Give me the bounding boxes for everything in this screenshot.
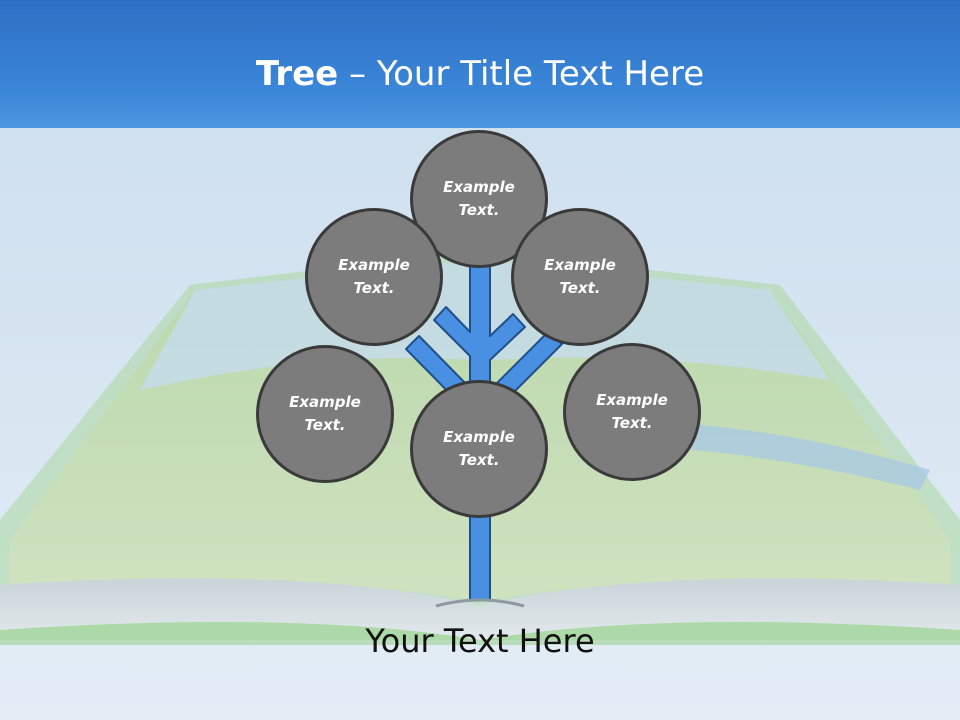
node-text: Example Text. xyxy=(443,178,515,219)
tree-base xyxy=(435,598,525,608)
node-text: Example Text. xyxy=(289,393,361,434)
title-band xyxy=(0,0,960,128)
slide-title: Tree – Your Title Text Here xyxy=(0,52,960,96)
page-stack xyxy=(0,578,960,640)
node-lower-left: Example Text. xyxy=(256,345,394,483)
node-text: Example Text. xyxy=(596,391,668,432)
node-center: Example Text. xyxy=(410,380,548,518)
node-text: Example Text. xyxy=(443,428,515,469)
node-lower-right: Example Text. xyxy=(563,343,701,481)
node-upper-right: Example Text. xyxy=(511,208,649,346)
node-text: Example Text. xyxy=(544,256,616,297)
node-upper-left: Example Text. xyxy=(305,208,443,346)
node-text: Example Text. xyxy=(338,256,410,297)
title-separator: – xyxy=(338,54,377,94)
footer-text: Your Text Here xyxy=(365,622,595,660)
title-rest: Your Title Text Here xyxy=(376,54,705,94)
title-bold: Tree xyxy=(255,54,339,94)
